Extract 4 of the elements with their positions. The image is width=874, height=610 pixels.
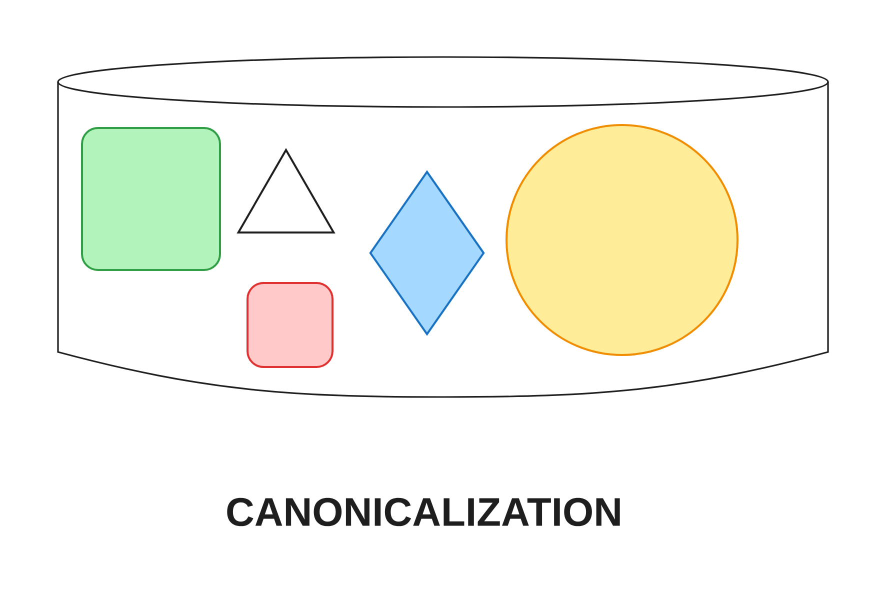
circle	[506, 124, 738, 356]
rounded-square	[81, 127, 221, 271]
cylinder	[57, 56, 829, 398]
caption: CANONICALIZATION	[227, 498, 620, 526]
